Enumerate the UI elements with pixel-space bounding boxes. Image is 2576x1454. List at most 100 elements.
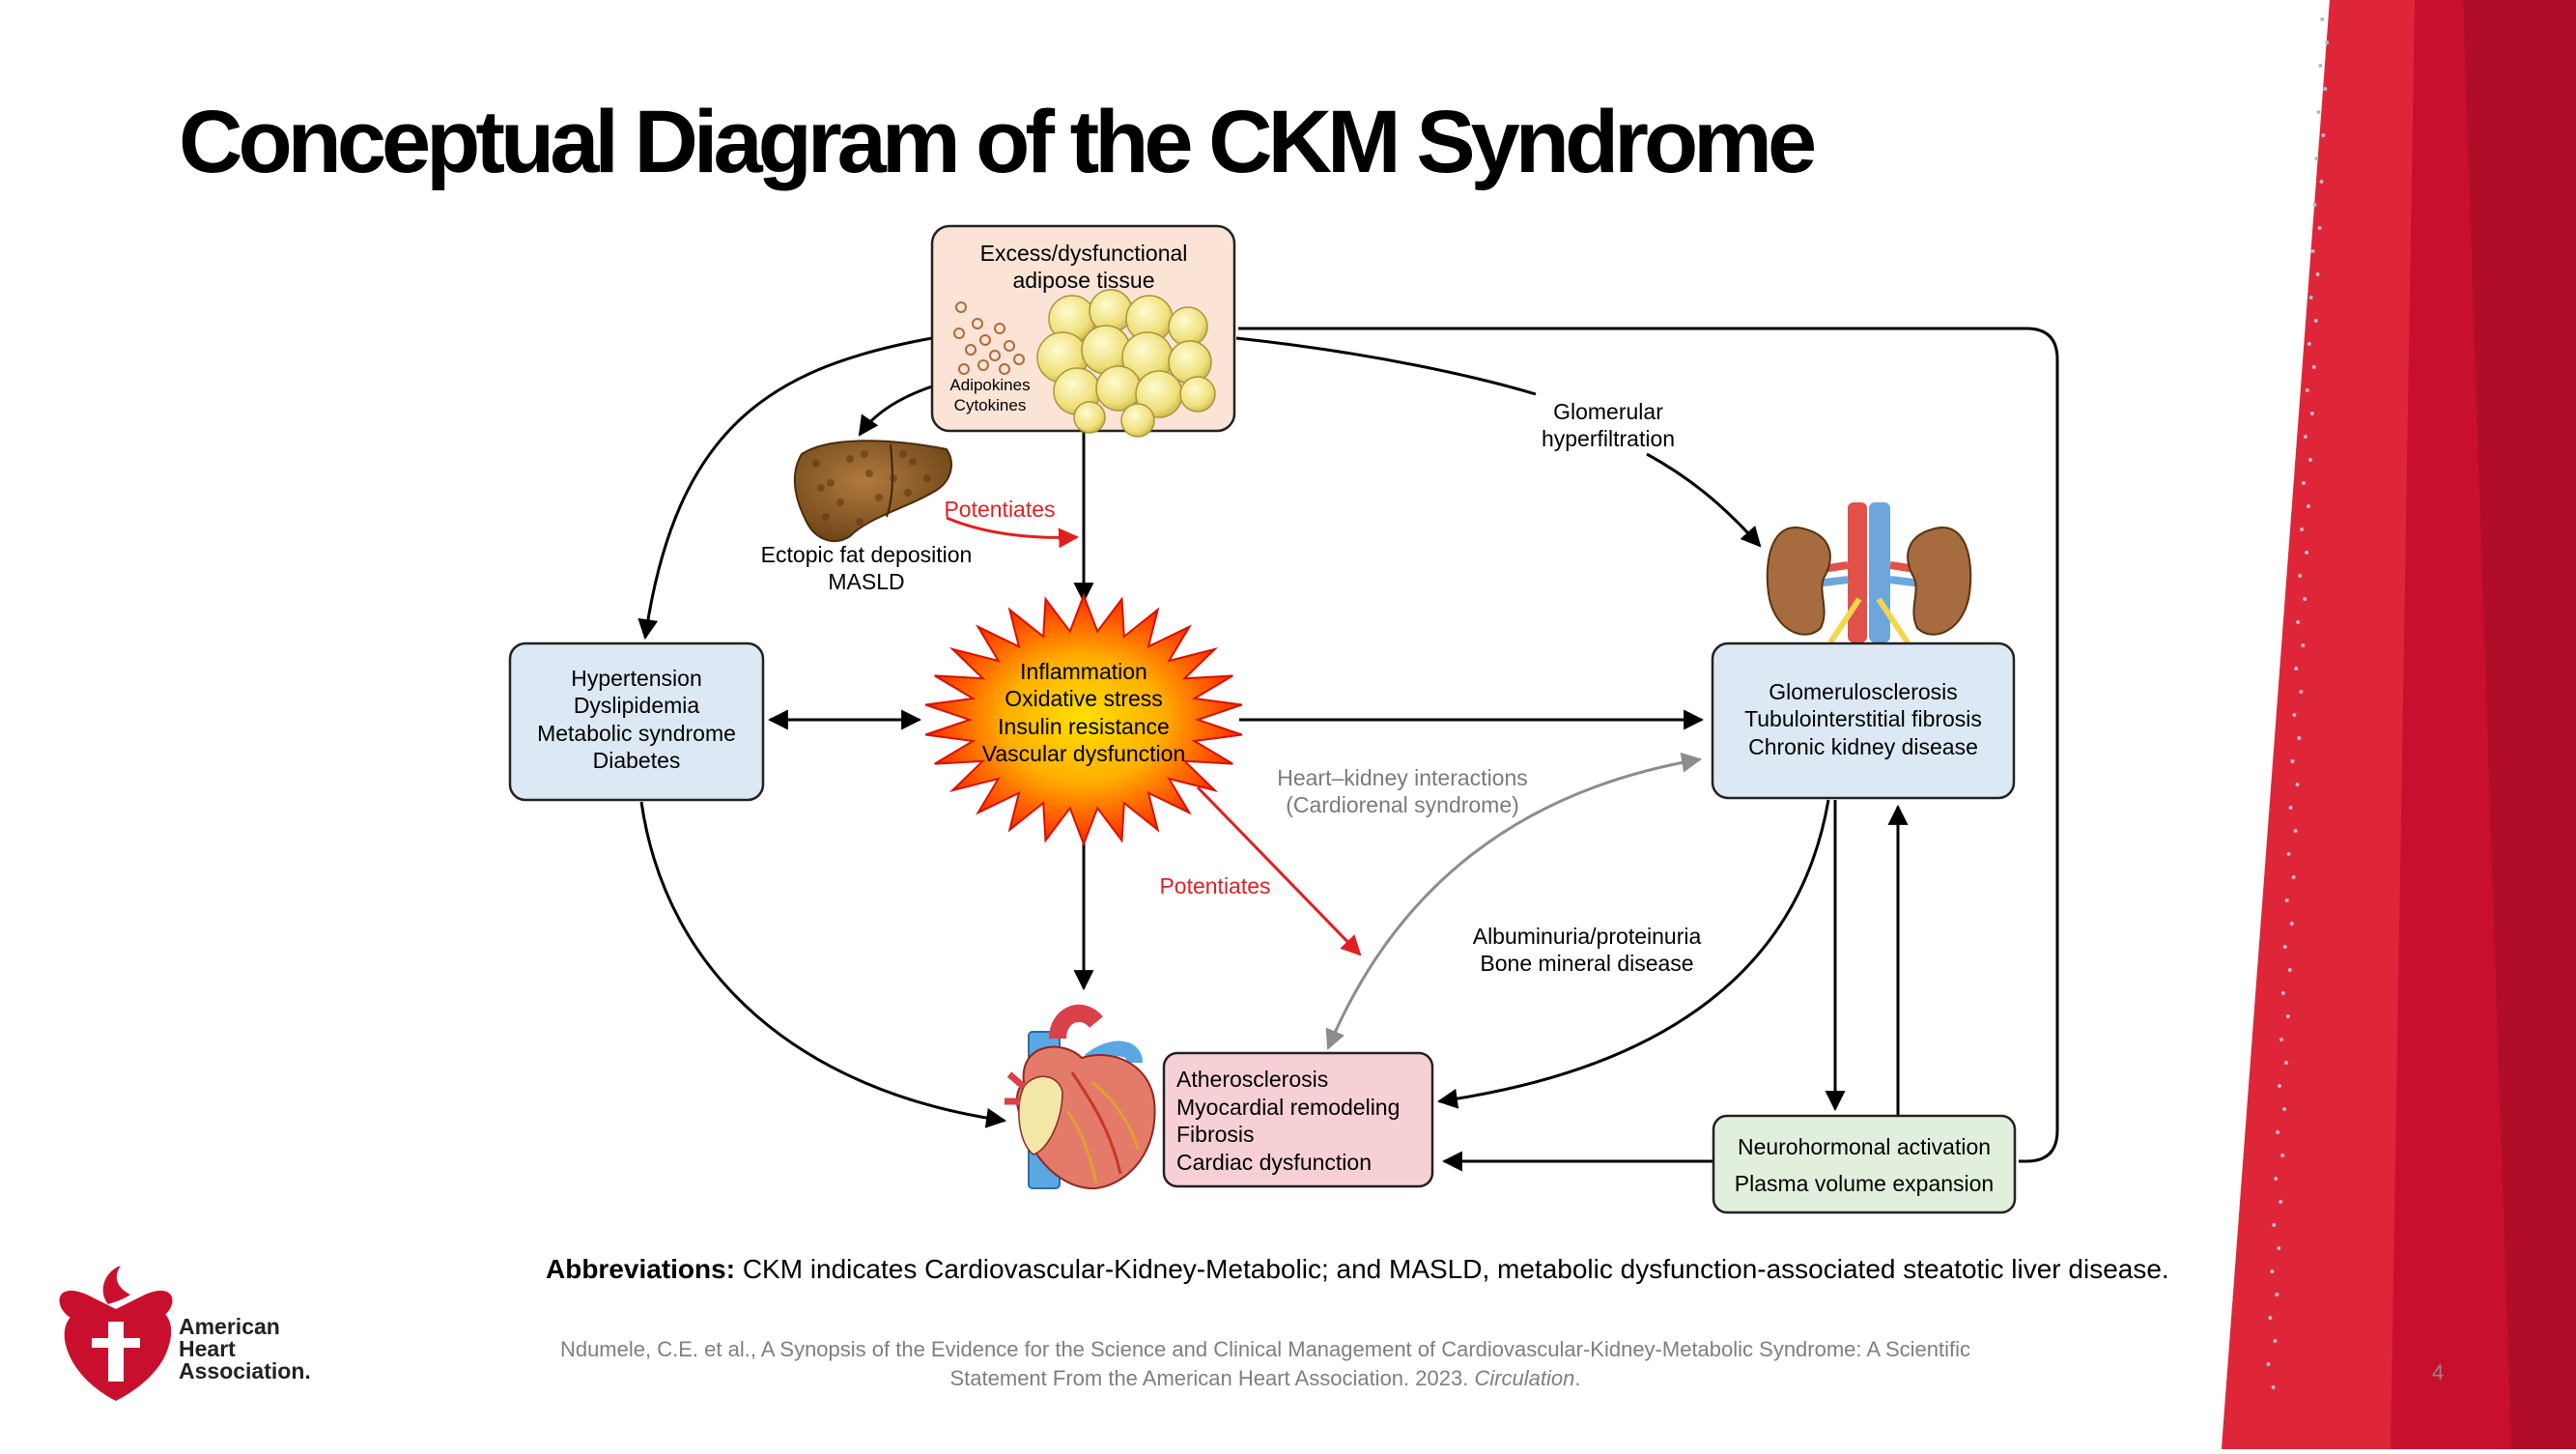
- adipokine-dots-icon: [953, 301, 1025, 375]
- decor-dot: [2278, 1084, 2281, 1088]
- decor-dot: [2280, 991, 2285, 995]
- edge-liver-potentiates: [946, 516, 1080, 549]
- edge-neuro-to-adipose-loop: [1238, 327, 2059, 1163]
- slide-title: Conceptual Diagram of the CKM Syndrome: [179, 93, 1817, 191]
- kidney-line1: Glomerulosclerosis: [1769, 679, 1958, 704]
- edge-adipose-to-glomerular-label: [1235, 336, 1537, 396]
- decor-dot: [2270, 1269, 2275, 1273]
- citation-journal: Circulation: [1474, 1366, 1575, 1390]
- decor-dot: [2286, 852, 2291, 856]
- fat-cell: [1168, 306, 1208, 347]
- edge-risk-to-heart: [639, 801, 1007, 1128]
- diagram-edges: [637, 327, 2059, 1172]
- decor-dot: [2323, 87, 2328, 91]
- adipokine-dot: [965, 344, 977, 356]
- decor-dot: [2293, 829, 2298, 833]
- adipokine-dot: [955, 301, 967, 313]
- glomerular-label-line1: Glomerular: [1553, 399, 1663, 424]
- albuminuria-label-line2: Bone mineral disease: [1480, 951, 1693, 976]
- adipokine-dot: [994, 323, 1005, 334]
- edge-adipose-to-liver: [858, 385, 933, 437]
- kidney-line3: Chronic kidney disease: [1748, 734, 1978, 759]
- logo-line1: American: [179, 1314, 280, 1339]
- fat-cell: [1179, 376, 1216, 413]
- abbreviations-note: Abbreviations: CKM indicates Cardiovascu…: [546, 1254, 2169, 1285]
- ectopic-label-line2: MASLD: [828, 569, 904, 594]
- albuminuria-label-line1: Albuminuria/proteinuria: [1473, 924, 1702, 949]
- decor-dot: [2311, 365, 2316, 369]
- potentiates-label-2: Potentiates: [1159, 873, 1270, 898]
- liver-texture: [856, 518, 863, 526]
- liver-icon: [793, 440, 952, 542]
- risk-factor-dyslipidemia: Dyslipidemia: [574, 693, 700, 718]
- decorative-dots: [2266, 17, 2330, 1389]
- decor-dot: [2321, 133, 2326, 137]
- decor-dot: [2318, 64, 2323, 68]
- decor-dot: [2288, 806, 2293, 810]
- edge-kidney-to-cardiac: [1436, 799, 1830, 1109]
- inflammation-node: Inflammation Oxidative stress Insulin re…: [924, 592, 1243, 847]
- liver-texture: [817, 484, 825, 492]
- glomerular-label-line2: hyperfiltration: [1542, 426, 1675, 451]
- risk-factors-node: Hypertension Dyslipidemia Metabolic synd…: [508, 641, 765, 802]
- decor-dot: [2272, 1223, 2277, 1227]
- abbreviations-text: CKM indicates Cardiovascular-Kidney-Meta…: [742, 1254, 2169, 1284]
- citation-suffix: .: [1574, 1366, 1581, 1390]
- decor-dot: [2315, 272, 2320, 276]
- decor-dot: [2308, 296, 2313, 299]
- decor-dot: [2307, 504, 2310, 508]
- decor-dot: [2274, 1177, 2279, 1181]
- decor-dot: [2302, 481, 2306, 485]
- adipokine-dot: [1013, 354, 1025, 365]
- cardiac-line3: Fibrosis: [1176, 1122, 1255, 1147]
- decor-dot: [2282, 945, 2287, 949]
- liver-texture: [827, 479, 835, 487]
- citation-line2: Statement From the American Heart Associ…: [541, 1364, 1990, 1393]
- citation-line1: Ndumele, C.E. et al., A Synopsis of the …: [559, 1337, 1971, 1361]
- adipokine-dot: [999, 363, 1010, 375]
- neurohormonal-node: Neurohormonal activation Plasma volume e…: [1712, 1114, 2017, 1214]
- decor-dot: [2284, 1061, 2288, 1065]
- citation: Ndumele, C.E. et al., A Synopsis of the …: [541, 1335, 1990, 1393]
- neuro-line2: Plasma volume expansion: [1735, 1171, 1994, 1196]
- cardiac-line2: Myocardial remodeling: [1176, 1095, 1400, 1120]
- liver-texture: [861, 450, 868, 458]
- decor-dot: [2316, 110, 2321, 114]
- decor-dot: [2279, 1038, 2283, 1041]
- decor-dot: [2284, 898, 2289, 902]
- cardiac-line4: Cardiac dysfunction: [1176, 1150, 1372, 1175]
- decor-dot: [2282, 1107, 2287, 1111]
- american-heart-association-logo: [59, 1266, 173, 1401]
- ectopic-label-line1: Ectopic fat deposition: [761, 542, 973, 567]
- decor-dot: [2307, 342, 2311, 346]
- inflammation-line4: Vascular dysfunction: [982, 741, 1186, 766]
- liver-texture: [890, 474, 897, 482]
- edge-heart-kidney-interaction: [1325, 752, 1703, 1050]
- decor-dot: [2294, 667, 2299, 670]
- decor-dot: [2303, 597, 2307, 601]
- decor-dot: [2266, 1362, 2271, 1366]
- adipose-tissue-node: Excess/dysfunctional adipose tissue Adip…: [930, 224, 1236, 438]
- decorative-red-band: [2222, 0, 2576, 1449]
- inflammation-line3: Insulin resistance: [998, 714, 1170, 739]
- decor-dot: [2279, 1200, 2283, 1204]
- risk-factor-hypertension: Hypertension: [571, 666, 702, 691]
- decor-dot: [2312, 203, 2317, 207]
- decor-dot: [2289, 922, 2294, 926]
- edge-adipose-to-risk-factors: [637, 336, 933, 641]
- decor-dot: [2310, 249, 2315, 253]
- adipokine-dot: [977, 359, 989, 371]
- kidneys-icon: [1766, 502, 1972, 644]
- decor-dot: [2290, 759, 2295, 763]
- decor-dot: [2280, 1154, 2285, 1157]
- decor-dot: [2305, 551, 2309, 555]
- decor-dot: [2275, 1293, 2279, 1297]
- risk-factor-diabetes: Diabetes: [593, 748, 681, 773]
- citation-line2-prefix: Statement From the American Heart Associ…: [949, 1366, 1475, 1390]
- cytokines-label: Cytokines: [954, 396, 1027, 414]
- liver-texture: [846, 455, 854, 463]
- fat-cell: [1073, 401, 1106, 434]
- logo-line3: Association.: [179, 1358, 311, 1383]
- adipose-label-line2: adipose tissue: [1012, 268, 1154, 293]
